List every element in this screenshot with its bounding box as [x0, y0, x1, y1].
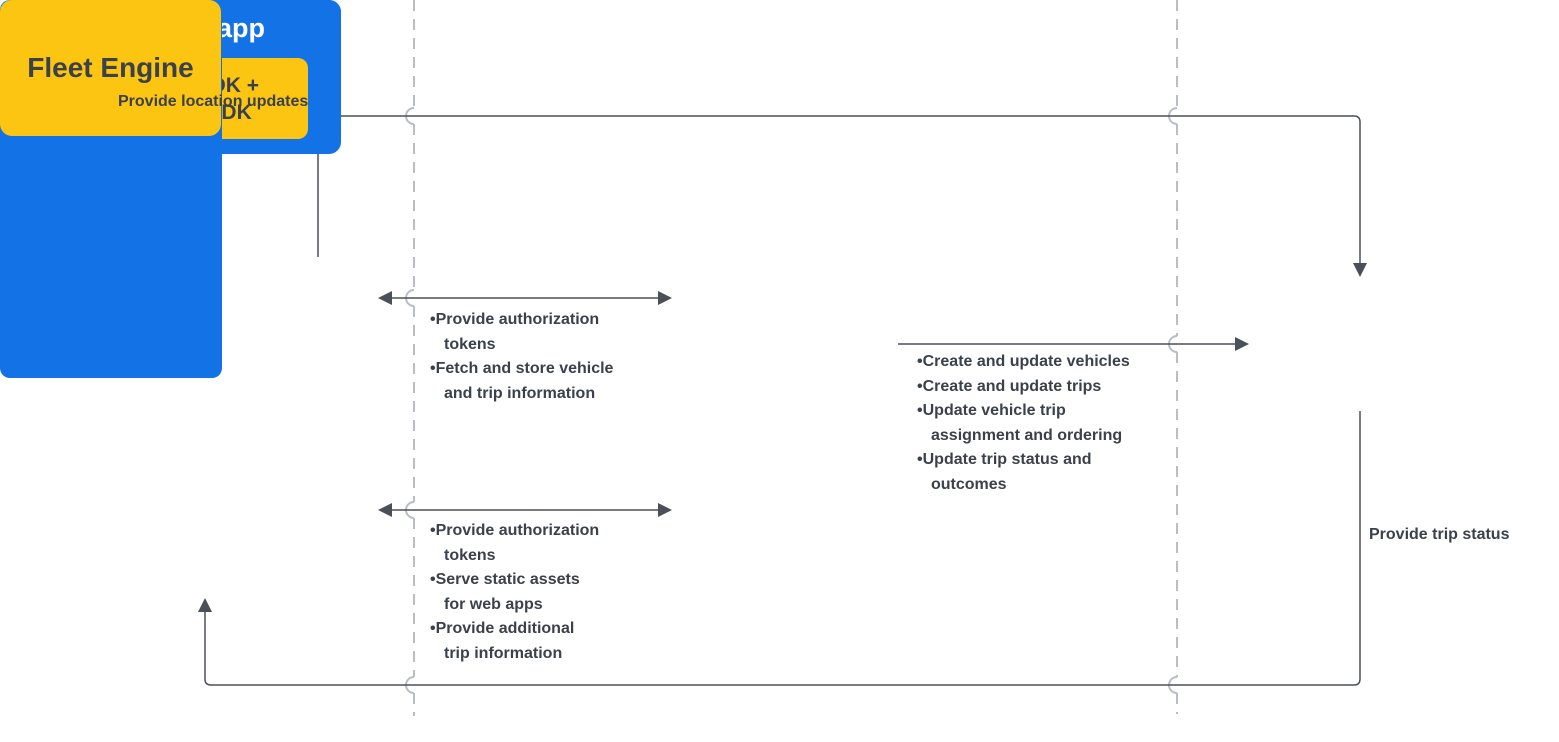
arrowhead-into-consumer-app-bottom	[198, 598, 212, 612]
divider-left-jump-arcs	[405, 107, 415, 694]
edge-label-location-updates: Provide location updates	[118, 93, 309, 110]
note-item: Create and update vehicles	[917, 350, 1177, 375]
note-item: Fetch and store vehicle and trip informa…	[430, 357, 680, 406]
notes-server-fleet: Create and update vehiclesCreate and upd…	[917, 350, 1177, 497]
arrowhead-into-fleet-engine-top	[1353, 263, 1367, 277]
arrowhead-into-fleet-engine-left	[1235, 337, 1249, 351]
notes-consumer-server: Provide authorization tokensServe static…	[430, 519, 680, 666]
note-item: Provide authorization tokens	[430, 519, 680, 568]
arrowhead-into-driver-app	[378, 291, 392, 305]
arrowhead-into-consumer-app	[378, 503, 392, 517]
note-item: Provide additional trip information	[430, 617, 680, 666]
connector-location-updates	[317, 115, 1361, 268]
note-item: Update trip status and outcomes	[917, 448, 1177, 497]
fleet-engine-node: Fleet Engine	[0, 0, 221, 136]
note-item: Update vehicle trip assignment and order…	[917, 399, 1177, 448]
arrowhead-into-server-upper	[658, 291, 672, 305]
note-item: Create and update trips	[917, 375, 1177, 400]
connector-trip-status	[204, 411, 1361, 686]
arrowhead-into-server-lower	[658, 503, 672, 517]
edge-label-trip-status: Provide trip status	[1369, 526, 1510, 543]
note-item: Serve static assets for web apps	[430, 568, 680, 617]
notes-driver-server: Provide authorization tokensFetch and st…	[430, 308, 680, 406]
note-item: Provide authorization tokens	[430, 308, 680, 357]
